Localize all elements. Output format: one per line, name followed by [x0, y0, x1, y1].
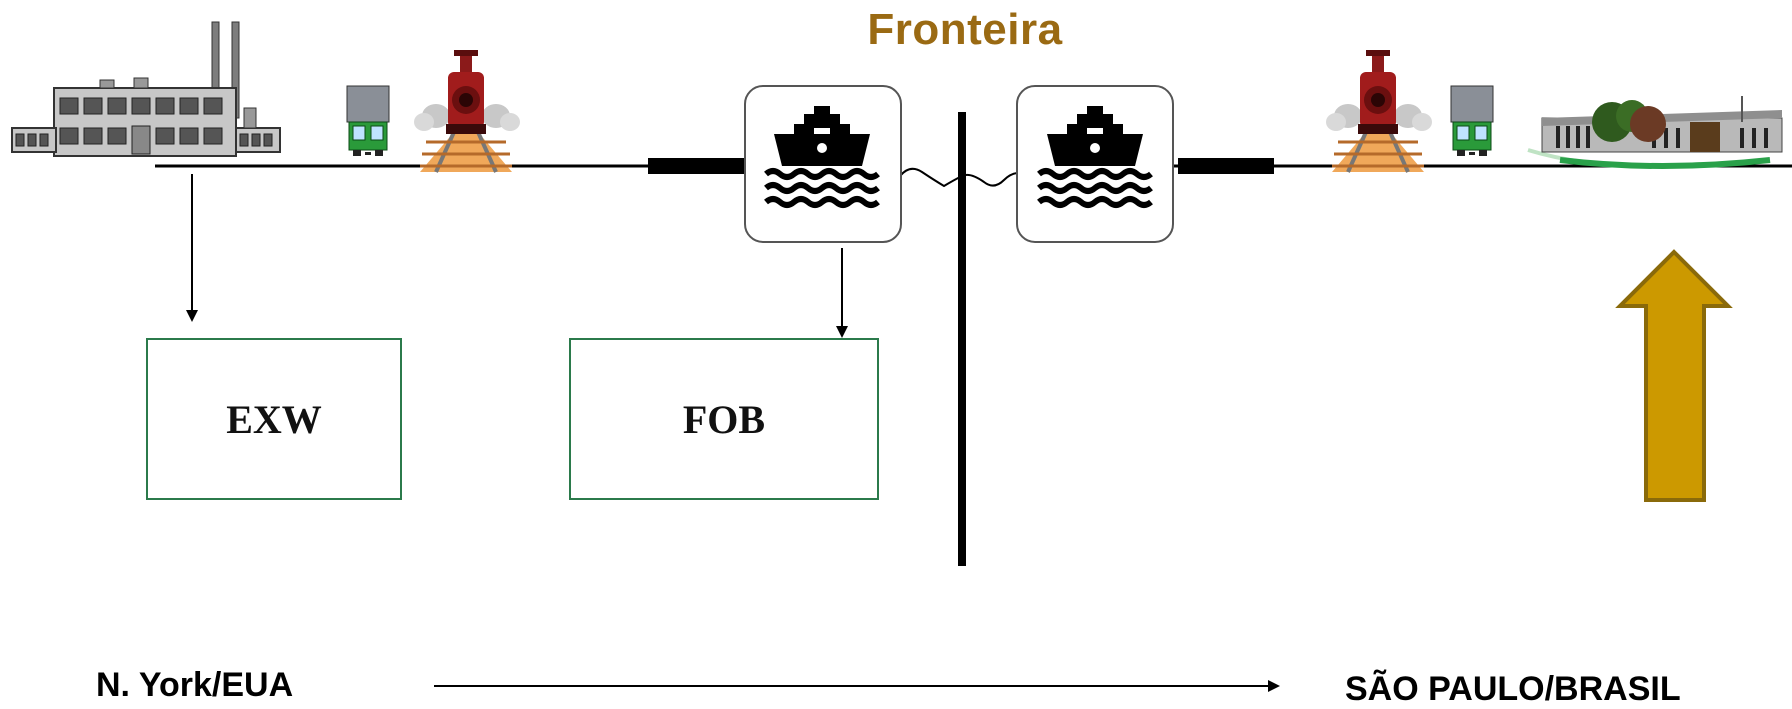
destination-location-label: SÃO PAULO/BRASIL — [1345, 670, 1681, 708]
warehouse-icon — [1527, 96, 1783, 169]
ship-icon-origin — [744, 85, 902, 243]
up-arrow-icon — [1615, 249, 1733, 502]
origin-location-label: N. York/EUA — [96, 666, 294, 704]
steam-train-icon — [412, 48, 522, 174]
quay-left — [648, 158, 746, 174]
truck-icon — [346, 85, 390, 157]
truck-icon-destination — [1450, 85, 1494, 157]
fob-term-box: FOB — [569, 338, 879, 500]
fob-label: FOB — [682, 396, 766, 442]
exw-term-box: EXW — [146, 338, 402, 500]
exw-label: EXW — [226, 396, 322, 442]
quay-right — [1178, 158, 1274, 174]
page-title: Fronteira — [867, 5, 1063, 54]
steam-train-icon-destination — [1324, 48, 1434, 174]
factory-icon — [11, 21, 281, 157]
ship-icon-destination — [1016, 85, 1174, 243]
